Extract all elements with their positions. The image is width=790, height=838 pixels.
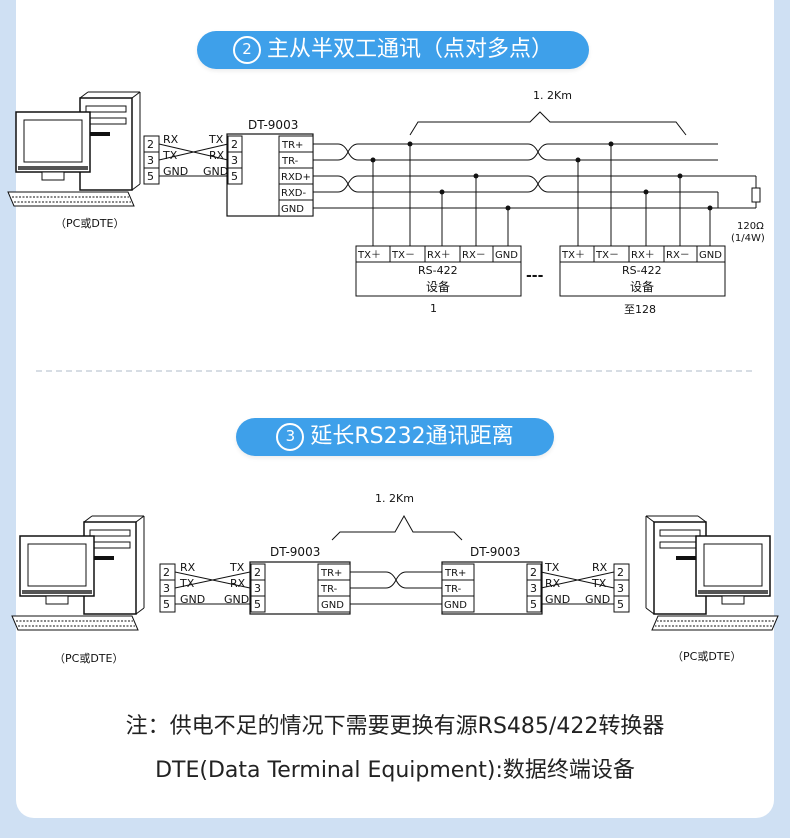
converter-signal: RX <box>545 577 561 590</box>
resistor-value: 120Ω <box>737 221 764 232</box>
converter-port: RXD- <box>281 188 306 199</box>
converter-pin: 5 <box>254 598 261 611</box>
converter-port: RXD+ <box>281 172 311 183</box>
converter-pin: 5 <box>530 598 537 611</box>
pc-pin: 2 <box>617 566 624 579</box>
resistor-power: (1/4W) <box>731 233 765 244</box>
converter-pin: 2 <box>530 566 537 579</box>
device-index: 至128 <box>624 303 656 316</box>
section3-title: 延长RS232通讯距离 <box>310 424 514 449</box>
content-card <box>16 0 774 818</box>
twisted-pair-link <box>350 571 442 605</box>
device-port: GND <box>495 250 518 261</box>
converter-signal: TX <box>544 561 560 574</box>
pc-pin: 3 <box>147 154 154 167</box>
section3-number: 3 <box>276 423 305 451</box>
pc-pin: 3 <box>163 582 170 595</box>
pc-pin: 3 <box>617 582 624 595</box>
pc-label-right: （PC或DTE） <box>672 650 741 663</box>
pc-pin: 5 <box>163 598 170 611</box>
converter-port: TR- <box>444 584 462 595</box>
distance-label: 1. 2Km <box>375 492 414 505</box>
device-port: TX＋ <box>357 250 381 261</box>
converter-port: TR+ <box>444 568 466 579</box>
converter-port: TR+ <box>281 140 303 151</box>
device-name: 设备 <box>630 280 654 294</box>
converter-port: GND <box>321 600 344 611</box>
pc-signal: TX <box>591 577 607 590</box>
converter-name-left: DT-9003 <box>270 545 320 559</box>
pc-signal: RX <box>180 561 196 574</box>
converter-signal: GND <box>545 593 570 606</box>
pc-signal: GND <box>180 593 205 606</box>
dte-note: DTE(Data Terminal Equipment):数据终端设备 <box>155 758 635 783</box>
device-port: TX＋ <box>561 250 585 261</box>
converter-pin: 5 <box>231 170 238 183</box>
distance-label: 1. 2Km <box>533 89 572 102</box>
pc-pin: 2 <box>147 138 154 151</box>
pc-icon-right <box>645 515 779 631</box>
device-port: GND <box>699 250 722 261</box>
pc-icon-left <box>11 515 145 631</box>
converter-port: TR- <box>320 584 338 595</box>
pc-label-left: （PC或DTE） <box>54 652 123 665</box>
device2-wires <box>577 144 711 246</box>
distance-brace <box>331 514 463 541</box>
section2-number: 2 <box>232 36 261 64</box>
converter-pin: 3 <box>530 582 537 595</box>
pc-signal: TX <box>179 577 195 590</box>
section-divider <box>36 370 752 372</box>
power-note: 注：供电不足的情况下需要更换有源RS485/422转换器 <box>125 714 665 739</box>
pc-signal: GND <box>163 165 188 178</box>
device-port: RX＋ <box>631 250 655 261</box>
pc-signal: RX <box>592 561 608 574</box>
device-port: TX－ <box>595 250 619 261</box>
ellipsis: --- <box>526 268 544 284</box>
pc-icon <box>7 91 141 207</box>
pc-label: （PC或DTE） <box>55 217 124 230</box>
converter-port: TR- <box>281 156 299 167</box>
device1-wires <box>372 144 509 246</box>
converter-pin: 2 <box>231 138 238 151</box>
terminator-resistor <box>751 187 761 203</box>
device-port: RX－ <box>462 250 486 261</box>
converter-signal: TX <box>208 133 224 146</box>
converter-signal: GND <box>224 593 249 606</box>
converter-signal: TX <box>229 561 245 574</box>
converter-pin: 3 <box>254 582 261 595</box>
converter-name: DT-9003 <box>248 118 298 132</box>
device-type: RS-422 <box>622 264 662 277</box>
converter-port: GND <box>281 204 304 215</box>
device-port: RX－ <box>666 250 690 261</box>
converter-name-right: DT-9003 <box>470 545 520 559</box>
pc-pin: 5 <box>147 170 154 183</box>
converter-signal: RX <box>209 149 225 162</box>
device-port: TX－ <box>391 250 415 261</box>
device-port: RX＋ <box>427 250 451 261</box>
converter-signal: RX <box>230 577 246 590</box>
converter-port: GND <box>444 600 467 611</box>
converter-pin: 3 <box>231 154 238 167</box>
device-index: 1 <box>430 302 437 315</box>
pc-signal: GND <box>585 593 610 606</box>
pc-signal: RX <box>163 133 179 146</box>
distance-brace <box>409 111 687 136</box>
device-type: RS-422 <box>418 264 458 277</box>
pc-signal: TX <box>162 149 178 162</box>
converter-pin: 2 <box>254 566 261 579</box>
rs422-bus <box>313 143 757 209</box>
section2-title: 主从半双工通讯（点对多点） <box>266 37 553 62</box>
converter-port: TR+ <box>320 568 342 579</box>
device-name: 设备 <box>426 280 450 294</box>
pc-pin: 2 <box>163 566 170 579</box>
pc-pin: 5 <box>617 598 624 611</box>
converter-signal: GND <box>203 165 228 178</box>
